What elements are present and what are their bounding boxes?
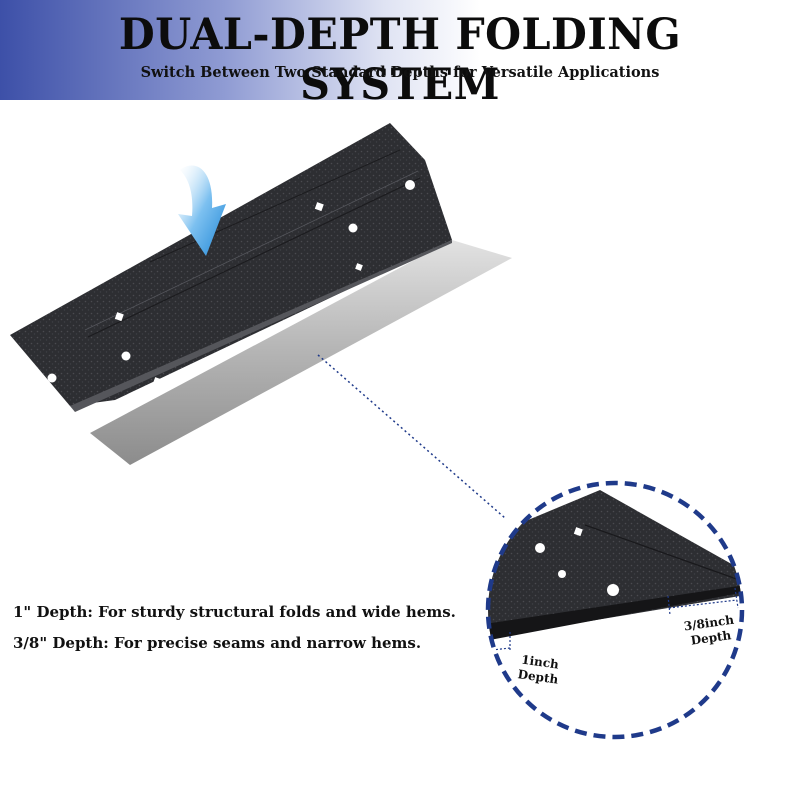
page-subtitle: Switch Between Two Standard Depths for V… [140, 64, 660, 81]
detail-hole [607, 584, 619, 596]
tool-hole [405, 180, 415, 190]
folding-tool-main [10, 123, 512, 465]
detail-dashed-circle [485, 480, 745, 740]
detail-lower-lip [488, 585, 742, 640]
dimension-3-8in [667, 587, 739, 616]
tool-square-hole [152, 377, 162, 387]
feature-3-8in-depth: 3/8" Depth: For precise seams and narrow… [13, 634, 422, 652]
tool-silver-flange [90, 240, 512, 465]
page-title: DUAL-DEPTH FOLDING SYSTEM [118, 10, 682, 110]
tool-fold-edge [70, 240, 452, 412]
feature-1in-depth: 1" Depth: For sturdy structural folds an… [13, 603, 456, 621]
detail-square-hole [573, 527, 583, 537]
tool-groove-line [84, 170, 419, 331]
tool-square-hole [314, 202, 324, 212]
tool-dark-face [10, 123, 452, 406]
tool-square-hole [355, 263, 363, 271]
tool-hole [47, 373, 57, 383]
detail-groove-line [584, 524, 742, 583]
detail-hole [535, 543, 545, 553]
tool-hole [348, 223, 358, 233]
header-banner [0, 0, 800, 100]
leader-line [317, 354, 506, 519]
tool-groove-line [149, 149, 401, 263]
tool-square-hole [114, 312, 124, 322]
detail-hole [558, 570, 566, 578]
tool-groove-line [87, 177, 421, 338]
tool-hole [121, 351, 131, 361]
dimension-1in [491, 632, 511, 656]
curved-down-arrow-icon [178, 165, 226, 256]
detail-zoom [488, 483, 742, 737]
